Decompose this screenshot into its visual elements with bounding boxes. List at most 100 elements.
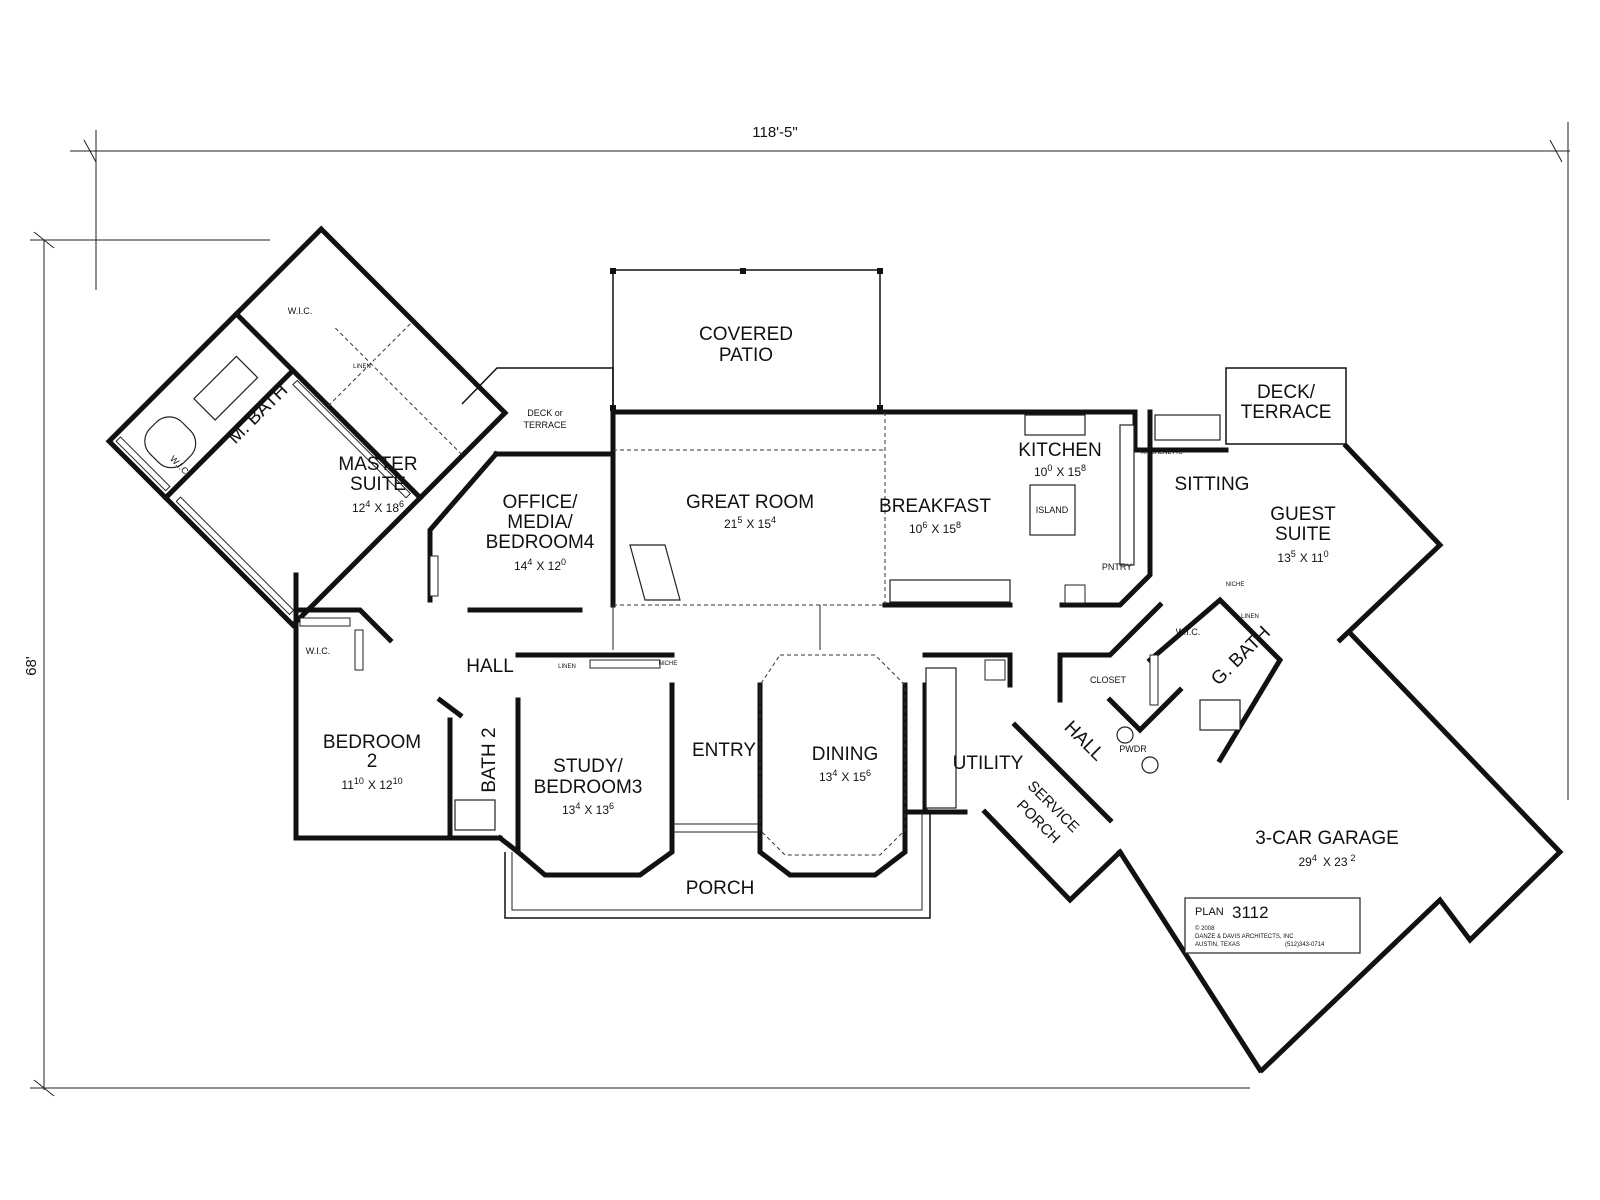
breakfast-size-a: 10 bbox=[909, 522, 923, 536]
utility-label: UTILITY bbox=[953, 753, 1024, 774]
master-suite-size-a-sup: 4 bbox=[365, 499, 370, 509]
master-suite-size: 124 X 186 bbox=[352, 499, 404, 515]
deck-left-label-2: TERRACE bbox=[523, 420, 566, 430]
pantry-label: PNTRY bbox=[1102, 562, 1132, 572]
study-linen-label: LINEN bbox=[558, 664, 576, 670]
great-room-size-b: X 15 bbox=[746, 517, 771, 531]
great-room-size-b-sup: 4 bbox=[771, 515, 776, 525]
master-suite-size-b: X 18 bbox=[374, 501, 399, 515]
dining-size-a-sup: 4 bbox=[832, 768, 837, 778]
dining-size-b-sup: 6 bbox=[866, 768, 871, 778]
great-room-label: GREAT ROOM bbox=[686, 492, 814, 513]
title-block bbox=[1184, 897, 1361, 954]
breakfast-size: 106 X 158 bbox=[909, 520, 961, 536]
bedroom2-size-a: 11 bbox=[341, 778, 354, 792]
breakfast-size-b-sup: 8 bbox=[956, 520, 961, 530]
kitchen-size-a: 10 bbox=[1034, 465, 1048, 479]
title-line-2: DANZE & DAVIS ARCHITECTS, INC bbox=[1195, 934, 1294, 940]
bedroom2-label-2: 2 bbox=[367, 751, 378, 772]
dining-size: 134 X 156 bbox=[819, 768, 871, 784]
hall-left-label: HALL bbox=[466, 656, 514, 677]
deck-right-label-1: DECK/ bbox=[1257, 382, 1316, 403]
breakfast-size-a-sup: 6 bbox=[922, 520, 927, 530]
bedroom2-label-1: BEDROOM bbox=[323, 732, 421, 753]
bath2-label: BATH 2 bbox=[479, 727, 500, 792]
wic-bed2-label: W.I.C. bbox=[306, 646, 331, 656]
office-size-b-sup: 0 bbox=[561, 557, 566, 567]
office-size: 144 X 120 bbox=[514, 557, 566, 573]
plan-number: 3112 bbox=[1232, 903, 1269, 922]
guest-suite-size-b: X 11 bbox=[1300, 551, 1324, 565]
garage-size-b-sup: 2 bbox=[1351, 853, 1356, 863]
kitchenette-label: KITCHENETTE bbox=[1141, 450, 1183, 456]
office-size-a: 14 bbox=[514, 559, 528, 573]
entry-label: ENTRY bbox=[692, 740, 756, 761]
master-wing bbox=[105, 225, 509, 629]
great-room-size-a-sup: 5 bbox=[737, 515, 742, 525]
study-label-2: BEDROOM3 bbox=[534, 777, 643, 798]
deck-right-outline bbox=[1225, 367, 1347, 445]
g-bath-wic-label: W.I.C. bbox=[1176, 627, 1201, 637]
kitchen-size-b: X 15 bbox=[1056, 465, 1081, 479]
office-size-a-sup: 4 bbox=[527, 557, 532, 567]
hall-right-label: HALL bbox=[1060, 717, 1108, 765]
closet-label: CLOSET bbox=[1090, 675, 1127, 685]
kitchen-label: KITCHEN bbox=[1018, 440, 1101, 461]
guest-suite-label-2: SUITE bbox=[1275, 524, 1331, 545]
g-bath-linen-label: LINEN bbox=[1241, 614, 1259, 620]
study-size-b-sup: 6 bbox=[609, 801, 614, 811]
garage-size-a: 29 bbox=[1298, 855, 1312, 869]
plan-label: PLAN bbox=[1195, 906, 1224, 918]
porch-outline bbox=[504, 812, 931, 919]
master-suite-label-1: MASTER bbox=[338, 454, 417, 475]
dining-size-b: X 15 bbox=[841, 770, 866, 784]
garage-size-a-sup: 4 bbox=[1312, 853, 1317, 863]
sitting-label: SITTING bbox=[1175, 474, 1250, 495]
great-room-size: 215 X 154 bbox=[724, 515, 776, 531]
bedroom2-size-b: X 12 bbox=[368, 778, 393, 792]
kitchen-size-a-sup: 0 bbox=[1047, 463, 1052, 473]
title-line-3: AUSTIN, TEXAS bbox=[1195, 942, 1240, 948]
g-bath-niche-label: NICHE bbox=[1226, 582, 1245, 588]
bedroom2-size-a-sup: 10 bbox=[354, 776, 364, 786]
study-size: 134 X 136 bbox=[562, 801, 614, 817]
study-niche-label: NICHE bbox=[659, 661, 678, 667]
study-size-a: 13 bbox=[562, 803, 576, 817]
dimension-lines bbox=[30, 122, 1570, 1097]
master-suite-label-2: SUITE bbox=[350, 474, 406, 495]
office-label-2: MEDIA/ bbox=[507, 512, 573, 533]
master-suite-size-b-sup: 6 bbox=[399, 499, 404, 509]
great-room-size-a: 21 bbox=[724, 517, 738, 531]
garage-label: 3-CAR GARAGE bbox=[1255, 828, 1399, 849]
title-phone: (512)343-0714 bbox=[1285, 942, 1325, 948]
wic-master-top-label: W.I.C. bbox=[288, 306, 313, 316]
linen-master-label: LINEN bbox=[353, 364, 371, 370]
breakfast-size-b: X 15 bbox=[931, 522, 956, 536]
study-size-a-sup: 4 bbox=[575, 801, 580, 811]
office-label-3: BEDROOM4 bbox=[486, 532, 595, 553]
fixtures bbox=[299, 414, 1241, 831]
covered-patio-label-2: PATIO bbox=[719, 345, 773, 366]
study-size-b: X 13 bbox=[584, 803, 609, 817]
bedroom2-size-b-sup: 10 bbox=[393, 776, 403, 786]
guest-suite-size-a-sup: 5 bbox=[1291, 549, 1296, 559]
dining-label: DINING bbox=[812, 744, 879, 765]
guest-suite-size-a: 13 bbox=[1277, 551, 1291, 565]
office-size-b: X 12 bbox=[536, 559, 561, 573]
garage-size-b: X 23 bbox=[1323, 855, 1348, 869]
porch-label: PORCH bbox=[686, 878, 755, 899]
width-dimension: 118'-5" bbox=[752, 124, 797, 141]
interior-walls bbox=[293, 409, 1284, 856]
master-suite-size-a: 12 bbox=[352, 501, 366, 515]
g-bath-label: G. BATH bbox=[1207, 622, 1275, 690]
breakfast-label: BREAKFAST bbox=[879, 496, 991, 517]
study-label-1: STUDY/ bbox=[553, 756, 623, 777]
dining-size-a: 13 bbox=[819, 770, 833, 784]
deck-right-label-2: TERRACE bbox=[1241, 402, 1332, 423]
depth-dimension: 68' bbox=[23, 656, 40, 676]
